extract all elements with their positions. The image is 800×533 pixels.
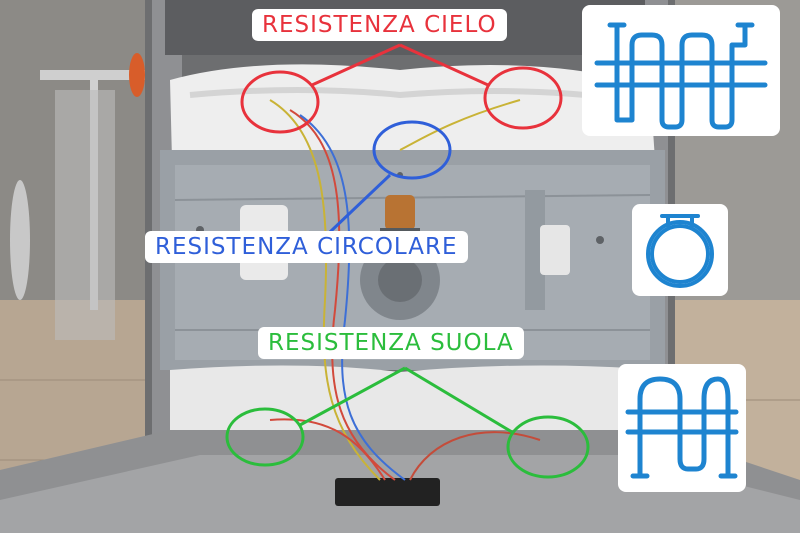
bottom-heating-element-icon	[625, 376, 739, 479]
label-resistenza-suola: RESISTENZA SUOLA	[258, 327, 524, 359]
bottom-element-card	[618, 364, 746, 492]
circular-heating-element-icon	[646, 214, 714, 288]
top-heating-element-icon	[594, 22, 768, 130]
label-resistenza-circolare: RESISTENZA CIRCOLARE	[145, 231, 468, 263]
top-element-card	[582, 5, 780, 136]
circular-element-card	[632, 204, 728, 296]
label-resistenza-cielo: RESISTENZA CIELO	[252, 9, 507, 41]
